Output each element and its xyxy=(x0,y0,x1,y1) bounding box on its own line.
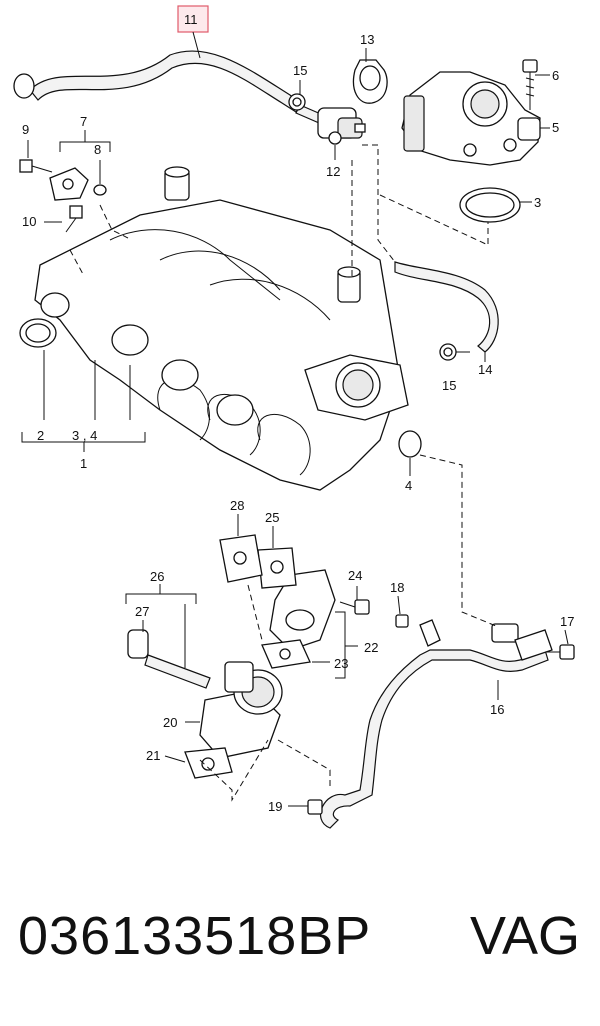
callout-15-lower: 15 xyxy=(442,378,456,393)
seal-8 xyxy=(93,184,107,196)
callout-10: 10 xyxy=(22,214,36,229)
flange-22 xyxy=(269,569,336,651)
bracket-13 xyxy=(352,59,388,104)
intake-manifold-1 xyxy=(34,166,409,491)
throttle-body-5 xyxy=(401,71,541,166)
callout-25: 25 xyxy=(265,510,279,525)
callout-17: 17 xyxy=(560,614,574,629)
callout-7: 7 xyxy=(80,114,87,129)
bolt-6 xyxy=(522,59,538,110)
nut-19 xyxy=(307,799,323,815)
brand-name: VAG xyxy=(470,906,581,966)
flange-7 xyxy=(49,167,89,201)
callout-8: 8 xyxy=(94,142,101,157)
egr-valve-20 xyxy=(199,661,283,759)
callout-12: 12 xyxy=(326,164,340,179)
clamp-15-top xyxy=(288,93,306,111)
caption-bar: 036133518BP VAG xyxy=(0,905,600,985)
callout-20: 20 xyxy=(163,715,177,730)
callout-3-4: 3 , 4 xyxy=(72,428,97,443)
callout-27: 27 xyxy=(135,604,149,619)
callout-3: 3 xyxy=(534,195,541,210)
breather-hose-11 xyxy=(13,50,331,127)
gasket-23 xyxy=(261,639,311,669)
callout-4: 4 xyxy=(405,478,412,493)
rod-27 xyxy=(127,629,211,689)
callout-5: 5 xyxy=(552,120,559,135)
bolt-24 xyxy=(339,599,370,615)
part-number: 036133518BP xyxy=(18,906,372,966)
callout-13: 13 xyxy=(360,32,374,47)
hose-14 xyxy=(394,261,499,353)
gasket-21 xyxy=(184,747,233,779)
callout-2: 2 xyxy=(37,428,44,443)
callout-26: 26 xyxy=(150,569,164,584)
callout-24: 24 xyxy=(348,568,362,583)
plate-28 xyxy=(219,534,263,583)
callout-21: 21 xyxy=(146,748,160,763)
bolt-9 xyxy=(19,159,53,173)
bolt-17 xyxy=(545,644,575,660)
hose-end-cap xyxy=(13,73,35,99)
valve-12 xyxy=(317,107,366,145)
callout-14: 14 xyxy=(478,362,492,377)
bolt-18 xyxy=(395,614,409,628)
callout-23: 23 xyxy=(334,656,348,671)
callout-28: 28 xyxy=(230,498,244,513)
callout-9: 9 xyxy=(22,122,29,137)
callout-19: 19 xyxy=(268,799,282,814)
bolt-10 xyxy=(65,205,83,233)
callout-16: 16 xyxy=(490,702,504,717)
callout-22: 22 xyxy=(364,640,378,655)
callout-6: 6 xyxy=(552,68,559,83)
seal-4 xyxy=(398,430,422,458)
gasket-25 xyxy=(257,547,297,589)
callout-11: 11 xyxy=(184,12,198,27)
callout-1: 1 xyxy=(80,456,87,471)
callout-18: 18 xyxy=(390,580,404,595)
clamp-15-lower xyxy=(439,343,457,361)
callout-15-top: 15 xyxy=(293,63,307,78)
pipe-16 xyxy=(319,619,553,829)
